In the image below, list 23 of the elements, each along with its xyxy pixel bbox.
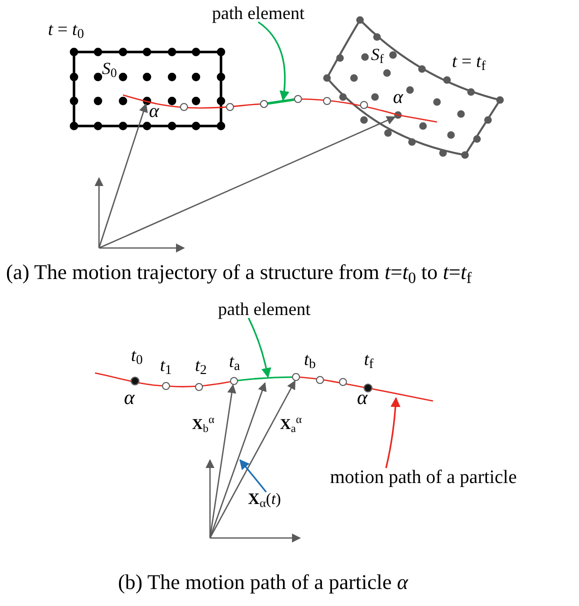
time-label: t = t$_{f}$ [452, 52, 486, 70]
time-label: t$_{2}$ [195, 356, 207, 374]
structure-label: S$_{f}$ [371, 46, 384, 63]
time-label: t = t$_{0}$ [48, 20, 84, 38]
time-label: t$_{1}$ [160, 356, 172, 374]
particle-label: α [149, 102, 159, 121]
subfigure-caption: (b) The motion path of a particle α [118, 572, 408, 593]
structure-label: S$_{0}$ [102, 60, 117, 77]
leader-arrow [258, 21, 290, 101]
particle-label: α [357, 388, 368, 408]
time-label: t$_{a}$ [229, 352, 240, 370]
time-label: t$_{b}$ [304, 350, 316, 368]
leader-arrow [248, 318, 272, 378]
subfigure-caption: (a) The motion trajectory of a structure from t=t$_{0}$ to t=t$_{f}$ [6, 262, 472, 283]
particle-label: α [393, 88, 403, 107]
annotation-text: motion path of a particle [330, 468, 517, 487]
annotation-text: path element [218, 300, 310, 318]
leader-arrow [239, 459, 267, 492]
time-label: t$_{f}$ [364, 350, 374, 368]
leader-arrow [385, 397, 400, 468]
annotation-text: path element [212, 4, 304, 22]
particle-label: α [124, 388, 134, 408]
time-label: t$_{0}$ [131, 346, 143, 364]
